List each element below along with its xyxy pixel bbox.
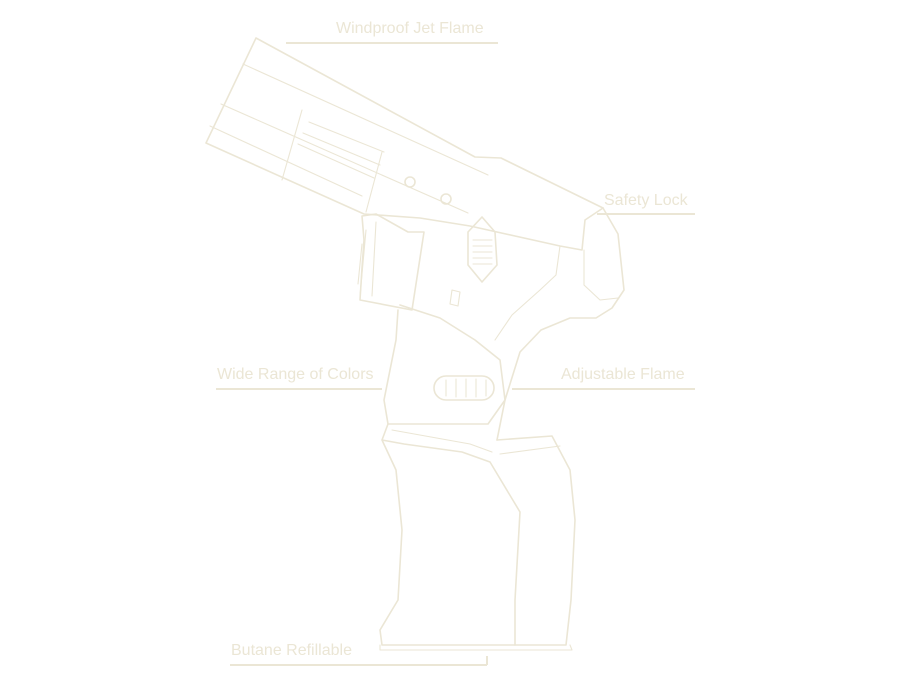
callout-adjustable-flame: Adjustable Flame (561, 366, 685, 383)
callout-safety-lock: Safety Lock (604, 192, 688, 209)
callout-wide-range-of-colors: Wide Range of Colors (217, 366, 374, 383)
trigger (357, 213, 425, 311)
barrel (205, 37, 604, 251)
handle (379, 304, 576, 651)
callout-windproof-jet-flame: Windproof Jet Flame (336, 20, 484, 37)
rear-housing (494, 207, 625, 441)
leader-lines (216, 42, 695, 666)
safety-lock-slider (449, 216, 498, 307)
adjustable-flame-wheel (433, 375, 495, 401)
callout-butane-refillable: Butane Refillable (231, 642, 352, 659)
